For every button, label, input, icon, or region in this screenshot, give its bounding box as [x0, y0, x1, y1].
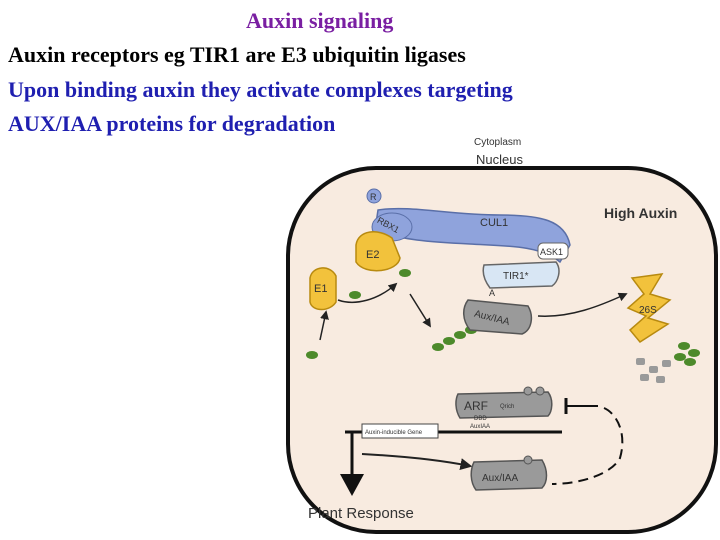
aux-iaa-knob [523, 455, 533, 465]
e1-label: E1 [314, 283, 327, 295]
released-ubiquitin [674, 342, 700, 366]
proteasome-26s [626, 273, 672, 343]
arf-knob [523, 386, 533, 396]
e1-protein [309, 267, 337, 311]
aux-iaa-expressed-protein [470, 459, 548, 491]
ubiquitin-to-e1-arrow [319, 310, 329, 341]
e1-to-e2-arrow [337, 282, 398, 303]
feedback-dashed-arrow [551, 407, 624, 485]
expression-arrow [361, 453, 473, 471]
body-line-2: Upon binding auxin they activate complex… [8, 77, 513, 102]
plant-response-label: Plant Response [308, 505, 414, 522]
arf-qrich-label: Qrich [500, 404, 514, 410]
condition-label: High Auxin [604, 205, 677, 221]
arf-label: ARF [464, 399, 488, 413]
ubiquitin-dot [399, 269, 411, 277]
to-proteasome-arrow [537, 292, 628, 317]
ubiquitin-dot [306, 351, 318, 359]
r-label: R [370, 192, 377, 202]
e2-protein [355, 231, 401, 272]
ubiquitin-dot [349, 291, 361, 299]
slide-title: Auxin signaling [246, 8, 394, 33]
aux-iaa-protein [463, 299, 533, 335]
cul1-protein [374, 207, 571, 264]
cul1-label: CUL1 [480, 217, 508, 229]
cytoplasm-label: Cytoplasm [474, 137, 521, 148]
arf-protein [455, 391, 553, 419]
body-line-1: Auxin receptors eg TIR1 are E3 ubiquitin… [8, 42, 466, 67]
nucleus-label: Nucleus [476, 152, 523, 167]
ask1-label: ASK1 [540, 247, 563, 257]
r-protein [366, 188, 382, 204]
gene-label: Auxin-inducible Gene [365, 430, 423, 436]
e2-label: E2 [366, 249, 379, 261]
tir1-label: TIR1* [503, 271, 529, 282]
transcription-arrowhead [340, 474, 364, 496]
auxin-label: A [489, 288, 495, 298]
tir1-protein [482, 261, 560, 289]
ask1-protein [537, 242, 569, 260]
degraded-fragments [636, 358, 671, 383]
aux-iaa-expressed-label: Aux/IAA [482, 473, 518, 484]
e2-to-substrate-arrow [409, 293, 431, 328]
auxin-inducible-gene-box [361, 423, 439, 439]
arf-knob [535, 386, 545, 396]
body-line-3: AUX/IAA proteins for degradation [8, 111, 336, 136]
proteasome-label: 26S [639, 305, 657, 316]
arf-auxiaa-label: AuxIAA [470, 424, 490, 430]
arf-dbd-label: DBD [474, 416, 487, 422]
